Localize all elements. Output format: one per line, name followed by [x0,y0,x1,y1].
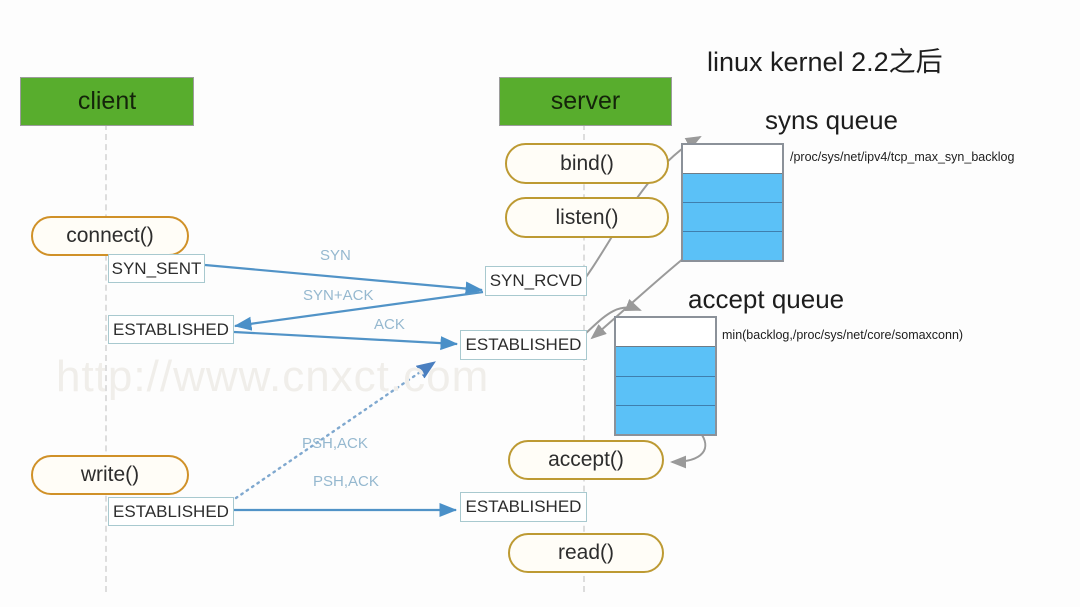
server-state-established-2: ESTABLISHED [460,492,587,522]
client-step-write[interactable]: write() [31,455,189,495]
syns-queue-slot-3 [683,232,782,260]
syns-queue [681,143,784,262]
client-actor-box: client [20,77,194,126]
client-actor-label: client [77,87,137,115]
syns-queue-slot-0 [683,145,782,174]
server-actor-label: server [550,87,621,115]
accept-queue-slot-3 [616,405,715,434]
accept-queue-slot-2 [616,376,715,406]
server-step-read[interactable]: read() [508,533,664,573]
message-label-syn: SYN [320,247,351,264]
server-state-syn-rcvd-label: SYN_RCVD [489,271,583,290]
syns-queue-note: /proc/sys/net/ipv4/tcp_max_syn_backlog [790,150,1015,164]
client-lifeline [105,124,107,592]
server-step-bind-label: bind() [560,151,614,175]
page-title: linux kernel 2.2之后 [707,47,943,77]
server-step-read-label: read() [557,541,615,564]
server-state-established-1: ESTABLISHED [460,330,587,360]
client-step-connect-label: connect() [66,224,154,247]
accept-queue-slot-1 [616,347,715,377]
server-step-accept[interactable]: accept() [508,440,664,480]
message-label-ack: ACK [374,316,405,333]
accept-queue-slot-0 [616,318,715,348]
client-step-write-label: write() [80,463,140,486]
server-step-listen[interactable]: listen() [505,197,669,238]
client-state-syn-sent: SYN_SENT [108,254,205,283]
accept-queue [614,316,717,436]
server-state-syn-rcvd: SYN_RCVD [485,266,587,296]
client-state-established-1: ESTABLISHED [108,315,234,344]
server-state-established-1-label: ESTABLISHED [465,335,582,354]
client-step-connect[interactable]: connect() [31,216,189,256]
server-step-listen-label: listen() [555,205,619,229]
arrow-accept-queue-to-accept [670,431,707,469]
syns-queue-slot-1 [683,174,782,203]
accept-queue-note: min(backlog,/proc/sys/net/core/somaxconn… [722,328,964,342]
server-state-established-2-label: ESTABLISHED [465,497,582,516]
server-actor-box: server [499,77,672,126]
watermark: http://www.cnxct.com [56,352,490,401]
syns-queue-title: syns queue [765,105,898,135]
client-state-established-2: ESTABLISHED [108,497,234,526]
message-label-psh-ack: PSH,ACK [313,473,379,490]
accept-queue-title: accept queue [688,284,845,314]
syns-queue-slot-2 [683,203,782,232]
arrow-ack [233,330,459,351]
message-label-syn-ack: SYN+ACK [303,287,374,304]
server-step-bind[interactable]: bind() [505,143,669,184]
server-step-accept-label: accept() [548,448,624,471]
client-state-syn-sent-label: SYN_SENT [111,258,202,278]
client-state-established-1-label: ESTABLISHED [113,319,229,339]
message-label-psh-ack-dotted: PSH,ACK [302,435,368,452]
client-state-established-2-label: ESTABLISHED [113,501,229,521]
